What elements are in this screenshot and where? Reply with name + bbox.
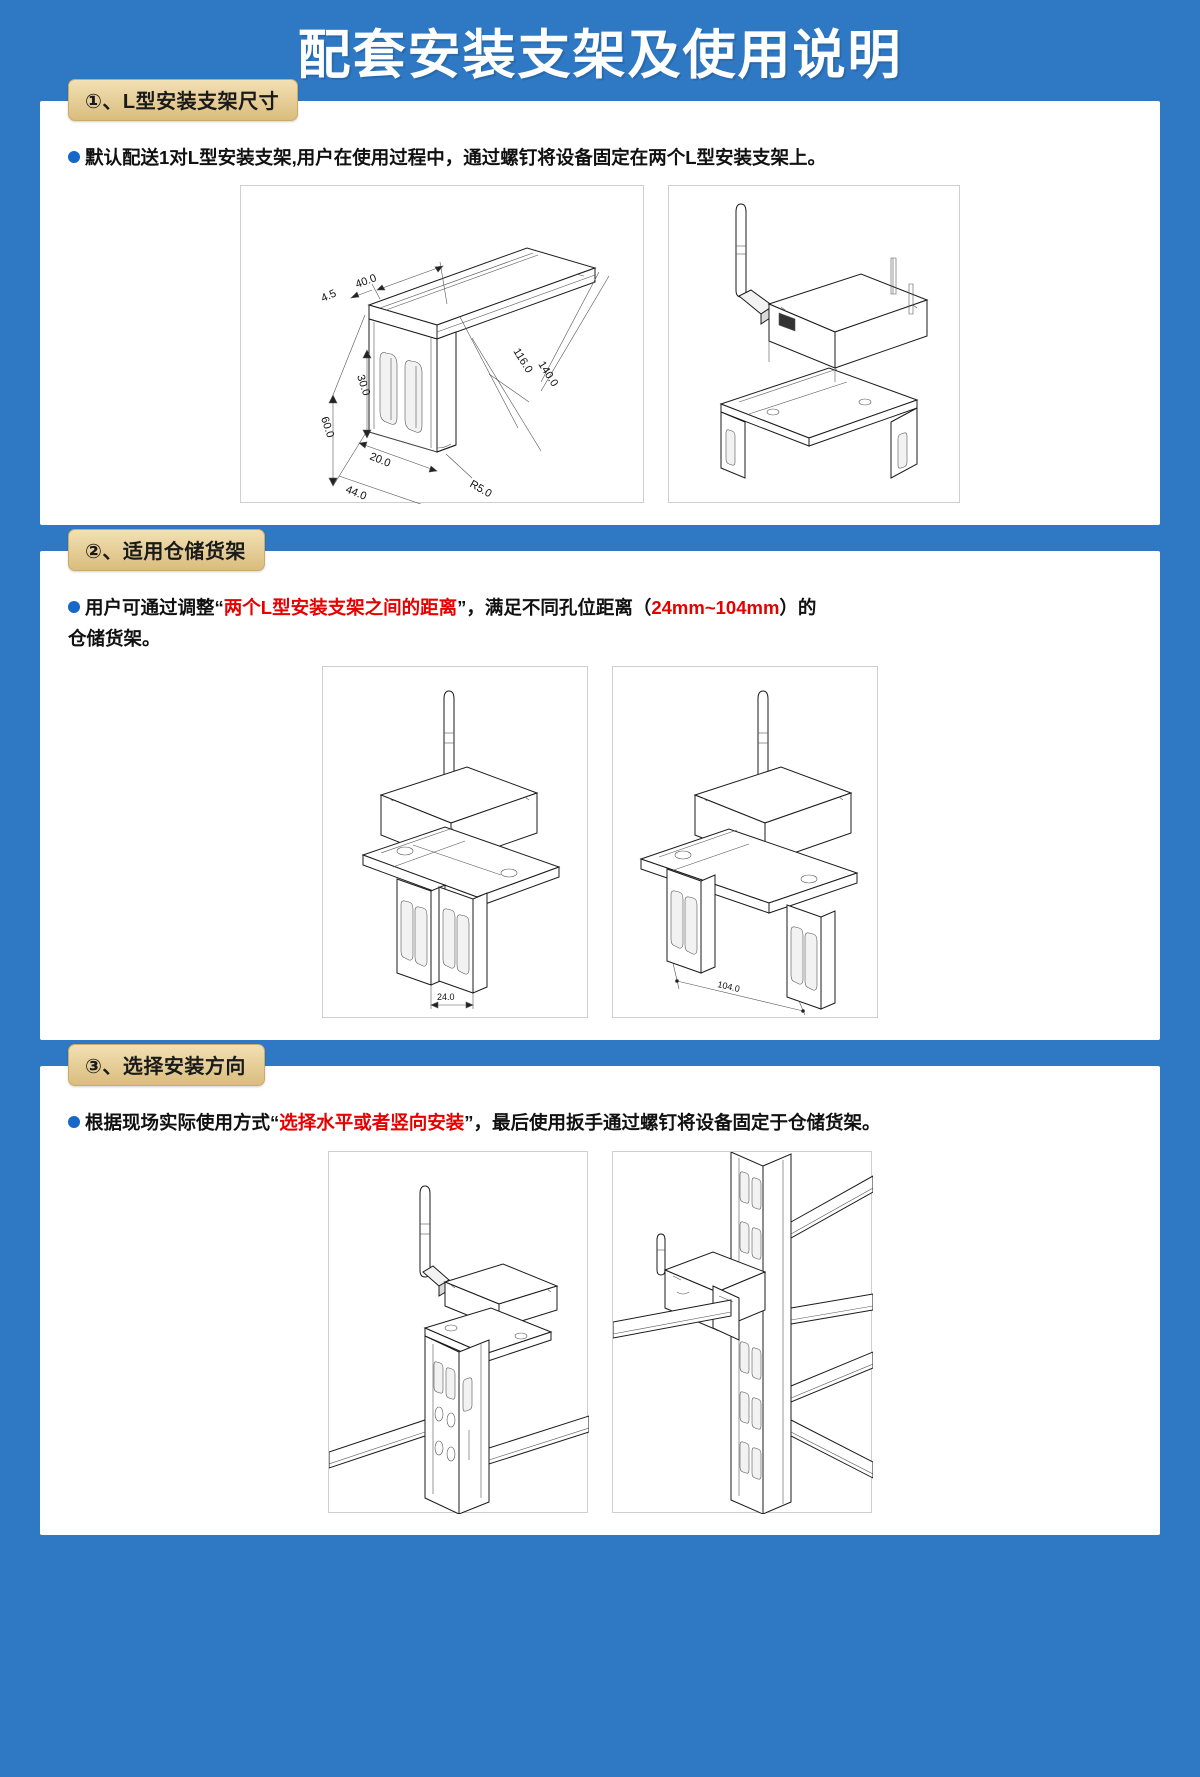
s2-quote-close: ”	[457, 597, 467, 619]
s2-text-1: 用户可通过调整	[85, 597, 215, 619]
bracket-spacing-max-drawing: 104.0	[612, 666, 878, 1019]
s2-highlight-2: 24mm~104mm	[651, 597, 780, 619]
dim-60: 60.0	[318, 416, 336, 440]
s2-quote-open: “	[214, 597, 224, 619]
bullet-icon	[68, 150, 80, 163]
section-1-body: 默认配送1对L型安装支架,用户在使用过程中，通过螺钉将设备固定在两个L型安装支架…	[40, 127, 1160, 526]
section-1-tab-label: ①、L型安装支架尺寸	[68, 78, 299, 121]
s3-highlight-1: 选择水平或者竖向安装	[279, 1112, 465, 1134]
section-2-paragraph: 用户可通过调整“两个L型安装支架之间的距离”，满足不同孔位距离（24mm~104…	[66, 583, 1134, 660]
s3-quote-close: ”	[464, 1112, 474, 1134]
s2-text-3: ）的	[779, 597, 817, 619]
section-2-tab-row: ②、适用仓储货架	[40, 529, 1160, 577]
device-on-brackets-exploded-drawing	[668, 185, 960, 504]
s3-quote-open: “	[270, 1112, 280, 1134]
dim-116: 116.0	[510, 347, 534, 376]
section-2: ②、适用仓储货架 用户可通过调整“两个L型安装支架之间的距离”，满足不同孔位距离…	[40, 529, 1160, 1041]
section-3-tab-row: ③、选择安装方向	[40, 1044, 1160, 1092]
dim-24: 24.0	[437, 992, 455, 1002]
dim-4-5: 4.5	[319, 288, 338, 305]
page-title-bar: 配套安装支架及使用说明	[0, 0, 1200, 101]
section-2-tab-label: ②、适用仓储货架	[68, 529, 265, 572]
section-1-figures: 40.0 4.5 116.0 140.0 60.0 30.0 20.0 44.0…	[66, 179, 1134, 505]
horizontal-mount-on-rack-drawing	[328, 1151, 589, 1514]
s3-text-1: 根据现场实际使用方式	[85, 1112, 271, 1134]
section-2-figures: 24.0	[66, 660, 1134, 1019]
s3-text-2: ，最后使用扳手通过螺钉将设备固定于仓储货架。	[473, 1112, 881, 1134]
l-bracket-dimension-drawing: 40.0 4.5 116.0 140.0 60.0 30.0 20.0 44.0…	[240, 185, 644, 505]
s2-text-4: 仓储货架。	[68, 627, 161, 649]
dim-r5: R5.0	[468, 479, 494, 501]
section-1-tab-row: ①、L型安装支架尺寸	[40, 78, 1160, 127]
bracket-spacing-min-drawing: 24.0	[322, 666, 588, 1019]
s2-text-2: ，满足不同孔位距离（	[466, 597, 652, 619]
s2-highlight-1: 两个L型安装支架之间的距离	[223, 597, 458, 619]
dim-104: 104.0	[717, 980, 741, 995]
dim-140: 140.0	[535, 360, 560, 390]
dim-44: 44.0	[344, 484, 368, 503]
vertical-mount-on-rack-drawing	[612, 1151, 873, 1514]
section-3-paragraph: 根据现场实际使用方式“选择水平或者竖向安装”，最后使用扳手通过螺钉将设备固定于仓…	[66, 1098, 1134, 1145]
section-2-body: 用户可通过调整“两个L型安装支架之间的距离”，满足不同孔位距离（24mm~104…	[40, 577, 1160, 1040]
bullet-icon	[68, 601, 80, 614]
section-3-tab-label: ③、选择安装方向	[68, 1044, 265, 1087]
section-1-paragraph: 默认配送1对L型安装支架,用户在使用过程中，通过螺钉将设备固定在两个L型安装支架…	[66, 133, 1134, 180]
bullet-icon	[68, 1116, 80, 1129]
section-1-paragraph-text: 默认配送1对L型安装支架,用户在使用过程中，通过螺钉将设备固定在两个L型安装支架…	[85, 146, 827, 168]
section-3-figures	[66, 1145, 1134, 1514]
section-3-body: 根据现场实际使用方式“选择水平或者竖向安装”，最后使用扳手通过螺钉将设备固定于仓…	[40, 1092, 1160, 1535]
page-title: 配套安装支架及使用说明	[297, 26, 903, 85]
section-1: ①、L型安装支架尺寸 默认配送1对L型安装支架,用户在使用过程中，通过螺钉将设备…	[40, 78, 1160, 526]
section-3: ③、选择安装方向 根据现场实际使用方式“选择水平或者竖向安装”，最后使用扳手通过…	[40, 1044, 1160, 1535]
dim-40: 40.0	[354, 273, 378, 292]
